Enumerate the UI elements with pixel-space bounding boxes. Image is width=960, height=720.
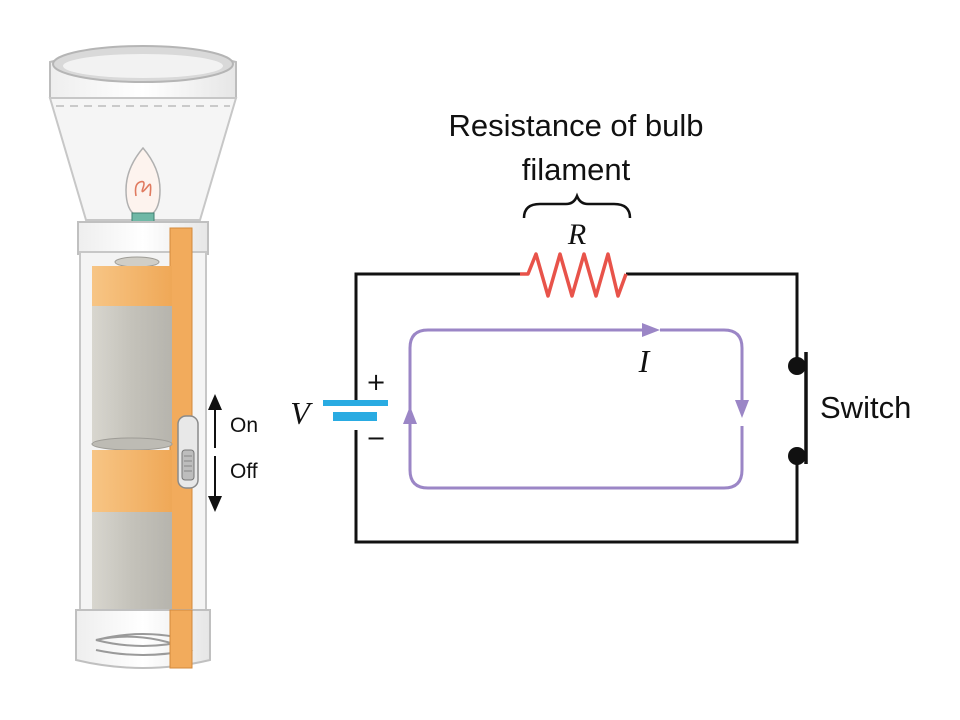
arrow-down-icon-head bbox=[208, 496, 222, 512]
voltage-symbol-label: V bbox=[290, 395, 313, 431]
battery-plate-short bbox=[333, 412, 377, 421]
resistor-brace bbox=[522, 192, 632, 219]
resistance-label-line1: Resistance of bulb bbox=[448, 108, 703, 143]
circuit-schematic: Resistance of bulb filament R I V + − Sw… bbox=[290, 108, 911, 544]
minus-sign: − bbox=[366, 424, 386, 452]
plus-sign: + bbox=[366, 368, 386, 396]
current-arrow-head-top bbox=[642, 323, 660, 337]
on-off-indicator: On Off bbox=[208, 394, 258, 512]
bulb-filament bbox=[134, 180, 152, 197]
resistor-symbol-label: R bbox=[567, 218, 586, 251]
current-arrow-head-right bbox=[735, 400, 749, 418]
arrow-up-icon-head bbox=[208, 394, 222, 410]
current-arrow-head-left bbox=[403, 406, 417, 424]
rim-inner bbox=[63, 54, 223, 78]
switch-terminal-top bbox=[788, 357, 806, 375]
flashlight-illustration bbox=[48, 45, 238, 669]
flashlight-spring bbox=[95, 633, 194, 656]
battery-top bbox=[91, 256, 173, 451]
wire-top-left bbox=[354, 272, 520, 400]
contact-strip-bottom bbox=[169, 609, 193, 669]
current-loop bbox=[408, 328, 744, 490]
wire-left-bottom bbox=[354, 430, 799, 544]
on-label: On bbox=[230, 414, 258, 437]
battery-bottom bbox=[91, 450, 173, 623]
switch-terminal-bottom bbox=[788, 447, 806, 465]
resistance-label-line2: filament bbox=[522, 152, 631, 187]
off-label: Off bbox=[230, 460, 258, 483]
slide-switch-knob[interactable] bbox=[181, 449, 195, 481]
resistor-zigzag bbox=[520, 252, 628, 298]
battery-plate-long bbox=[323, 400, 388, 406]
switch-label: Switch bbox=[820, 390, 911, 425]
wire-top-right bbox=[626, 272, 799, 366]
current-symbol-label: I bbox=[638, 343, 651, 379]
